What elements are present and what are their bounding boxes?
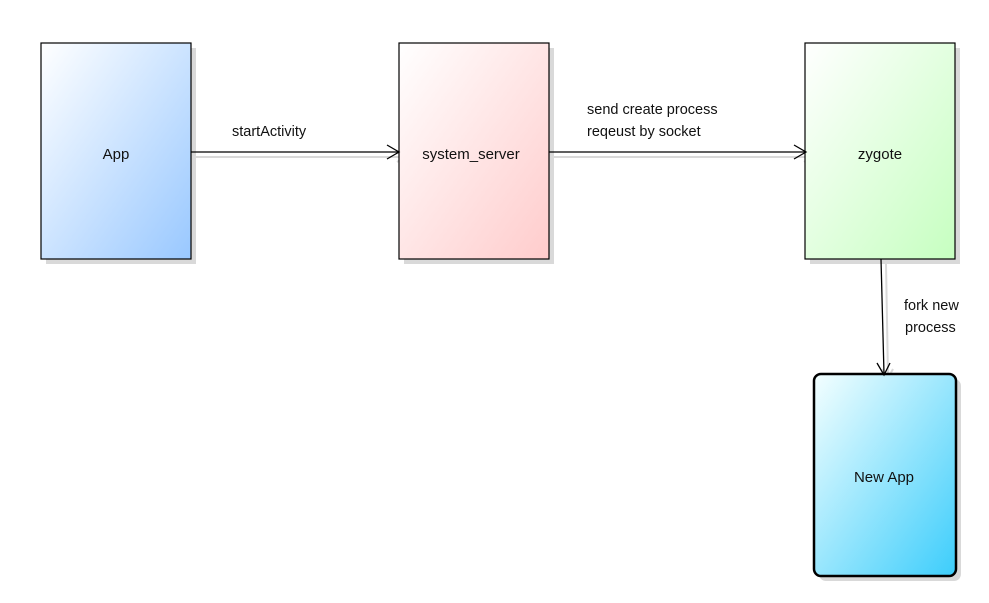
system-server-box[interactable]: [398, 42, 550, 260]
system-server-label: system_server: [422, 146, 520, 163]
edge-start-activity-label: startActivity: [232, 124, 307, 140]
edge-start-activity-arrowhead: [386, 144, 401, 160]
edge-create-process-label-line1: send create process: [587, 102, 718, 118]
edge-fork-line: [880, 258, 885, 375]
zygote-box[interactable]: [804, 42, 956, 260]
system-server-node[interactable]: system_server: [398, 42, 550, 260]
zygote-label: zygote: [858, 146, 902, 163]
zygote-node[interactable]: zygote: [804, 42, 956, 260]
edge-fork-arrowhead: [876, 362, 891, 377]
app-label: App: [103, 146, 130, 163]
edge-create-process-arrowhead: [793, 144, 808, 160]
edge-create-process: [549, 144, 808, 160]
edge-fork-label-line1: fork new: [904, 298, 959, 314]
app-box[interactable]: [40, 42, 192, 260]
new-app-label: New App: [854, 469, 914, 486]
edge-create-process-label-line2: reqeust by socket: [587, 124, 701, 140]
edge-start-activity: [191, 144, 401, 160]
edge-fork: [876, 258, 891, 377]
new-app-node[interactable]: New App: [812, 372, 958, 578]
app-node[interactable]: App: [40, 42, 192, 260]
edge-fork-label-line2: process: [905, 320, 956, 336]
